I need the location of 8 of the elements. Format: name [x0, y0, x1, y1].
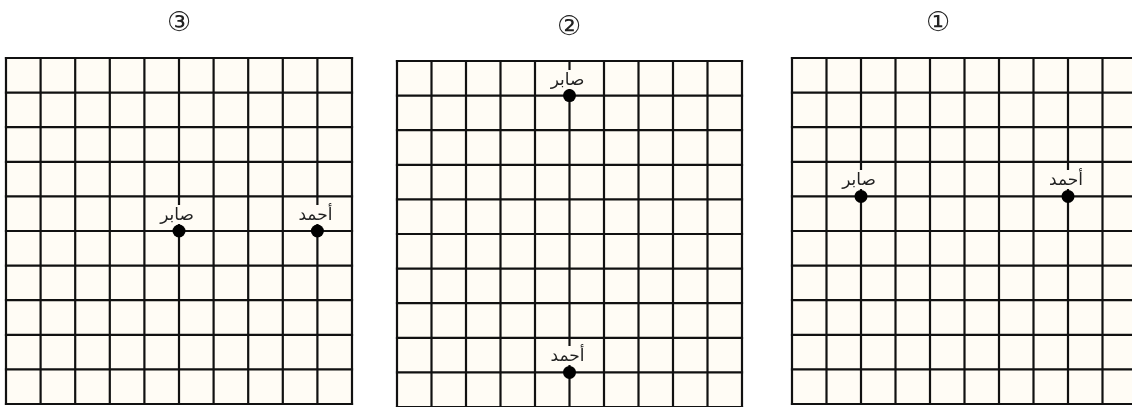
panel-number: ③: [166, 7, 192, 37]
point-label: صابر: [159, 205, 195, 224]
panel-number: ②: [556, 11, 582, 41]
point-label: أحمد: [549, 346, 586, 366]
point-label: صابر: [841, 170, 877, 190]
point-label: أحمد: [297, 205, 334, 224]
panel-number: ①: [925, 7, 951, 37]
point-label: أحمد: [1048, 170, 1084, 190]
